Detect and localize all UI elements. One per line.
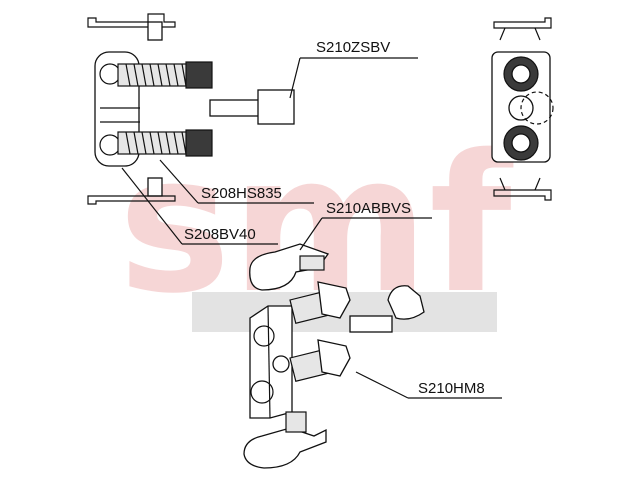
end-view [491,17,554,201]
pin-part [209,57,418,125]
bottom-rail-side-view [87,177,176,205]
leader-abbvs [299,217,432,251]
connector-side-view [94,51,213,167]
leader-hs835 [159,159,314,204]
leader-bv40 [121,167,278,245]
screw-upper [117,61,213,89]
label-s208hs835: S208HS835 [201,185,282,202]
top-rail-side-view [87,13,176,41]
label-s210abbvs: S210ABBVS [326,200,411,217]
label-s210hm8: S210HM8 [418,380,485,397]
screw-lower [117,129,213,157]
isometric-assembly [243,243,425,469]
label-s208bv40: S208BV40 [184,226,256,243]
leader-hm8 [355,371,502,399]
label-s210zsbv: S210ZSBV [316,39,390,56]
lower-clip [243,427,327,469]
